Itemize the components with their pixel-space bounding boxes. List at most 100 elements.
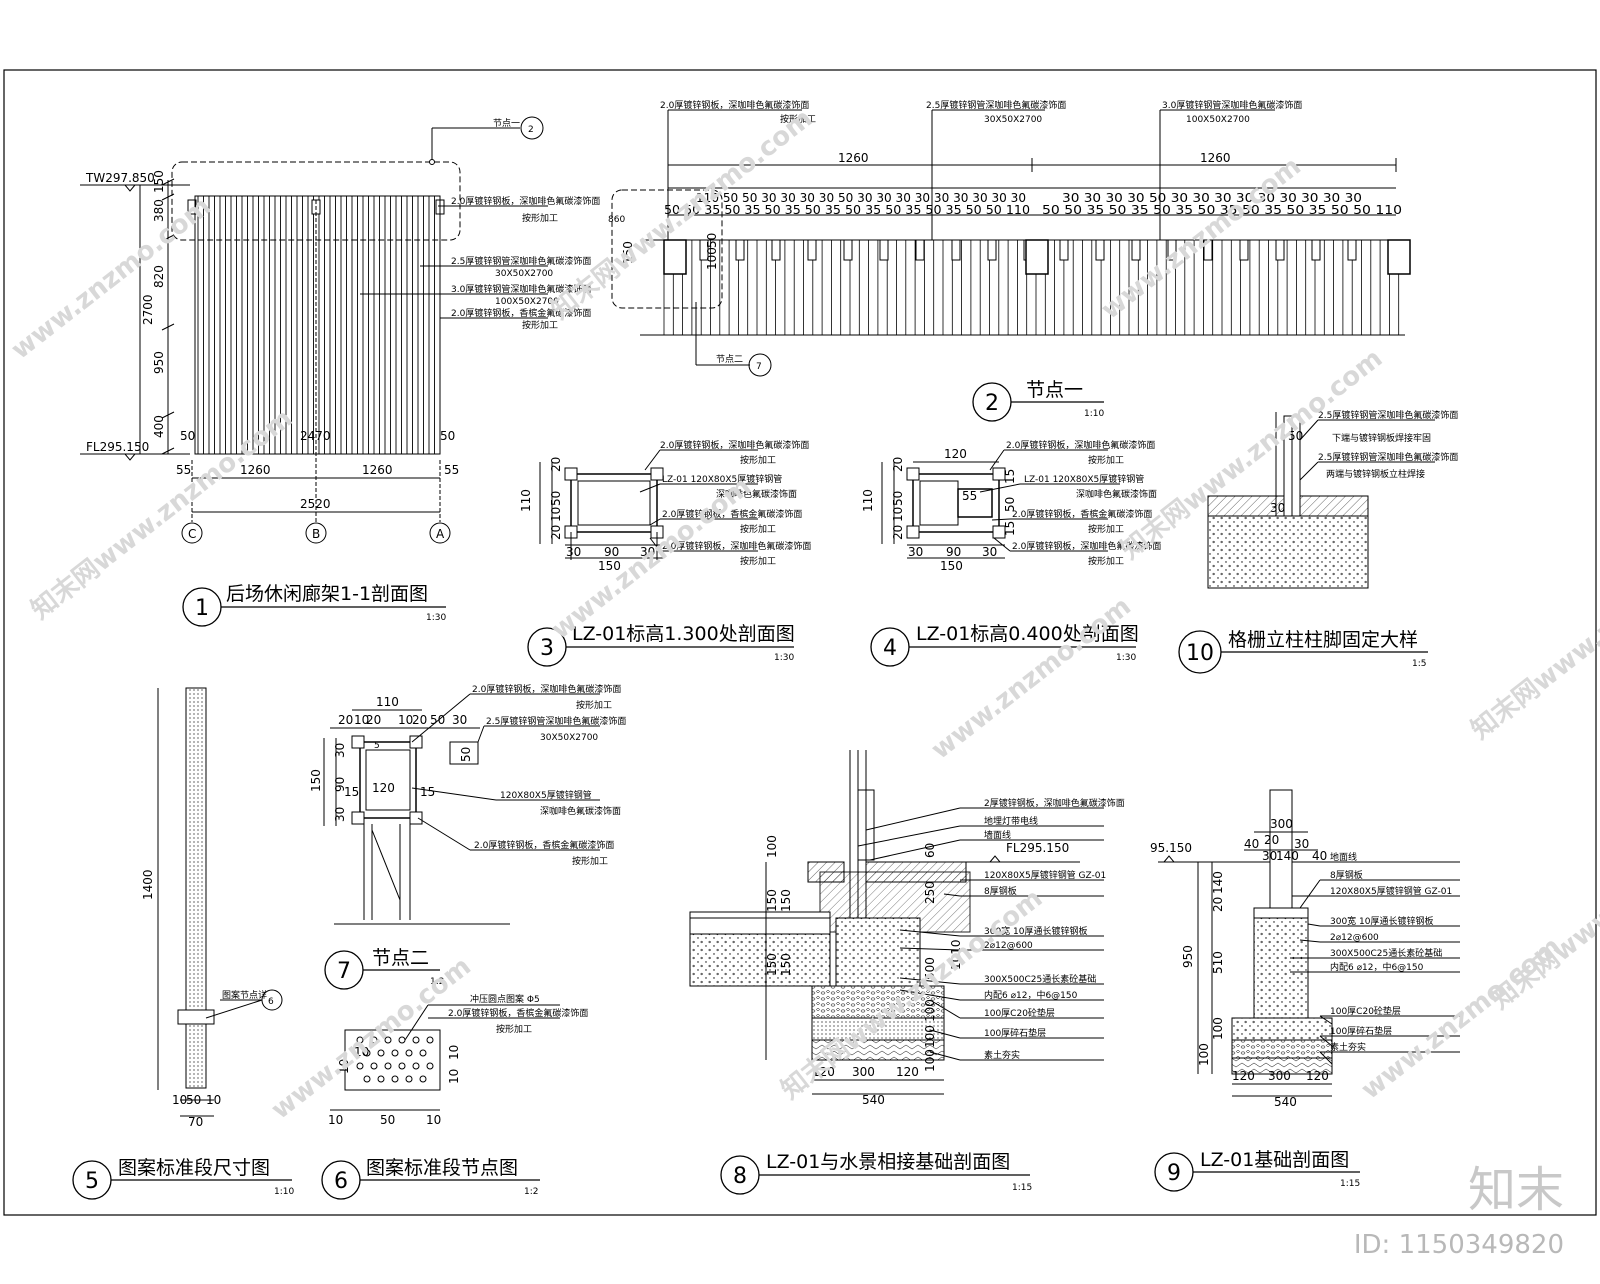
toprow-10-b: 10: [398, 713, 413, 727]
node2-ref-no: 7: [756, 362, 762, 372]
detail-7-node-two: 110 20 10 20 10 20 50 30 30 150 90 30 5 …: [309, 683, 626, 925]
v-150-a: 150: [765, 889, 779, 912]
box-50: 50: [459, 747, 473, 762]
toprow-40-b: 40: [1312, 849, 1327, 863]
note-5: 2.0厚镀锌钢板，香槟金氟碳漆饰面: [662, 508, 802, 520]
note-5: 3.0厚镀锌钢管深咖啡色氟碳漆饰面: [451, 283, 591, 295]
v-10: 10: [549, 507, 563, 522]
note-6: 按形加工: [1088, 523, 1124, 535]
note-2: 按形加工: [740, 454, 776, 466]
dim-tick: [161, 447, 175, 455]
h-30-right: 30: [640, 545, 655, 559]
tube-section: [1203, 239, 1213, 261]
title-3: 3 LZ-01标高1.300处剖面图 1:30: [527, 623, 795, 667]
title-7-scale: 1:2: [430, 977, 444, 987]
punched-dot: [419, 1075, 427, 1083]
punched-dot: [412, 1036, 420, 1044]
punched-dot: [419, 1049, 427, 1057]
leader-line: [929, 1029, 961, 1039]
punched-dot: [391, 1049, 399, 1057]
tube-section: [1347, 239, 1357, 261]
toprow-20-b: 20: [366, 713, 381, 727]
note-text: 100厚C20砼垫层: [984, 1007, 1055, 1019]
note-3: 2.5厚镀锌钢管深咖啡色氟碳漆饰面: [926, 99, 1066, 111]
v-110: 110: [519, 489, 533, 512]
note-text: 素土夯实: [984, 1049, 1020, 1061]
detail-4-section: 120 30 90 30 150 20 110 50 10 20 15 55 5…: [861, 439, 1161, 573]
tube-section: [879, 239, 889, 261]
title-6-text: 图案标准段节点图: [366, 1157, 518, 1179]
title-2-text: 节点一: [1026, 379, 1083, 401]
note-1: 2.0厚镀锌钢板，深咖啡色氟碳漆饰面: [451, 195, 600, 207]
span-left: 1260: [838, 151, 869, 165]
title-4-scale: 1:30: [1116, 653, 1136, 663]
note-text: 120X80X5厚镀锌钢管 GZ-01: [1330, 885, 1452, 897]
tube-section: [771, 239, 781, 261]
toprow-20-c: 20: [412, 713, 427, 727]
title-2-number: 2: [985, 391, 999, 416]
note-text: 300X500C25通长素砼基础: [984, 973, 1096, 985]
note-7: 2.0厚镀锌钢板，香槟金氟碳漆饰面: [474, 839, 614, 851]
title-6-number: 6: [334, 1169, 348, 1194]
punched-dot: [363, 1075, 371, 1083]
title-8-scale: 1:15: [1012, 1183, 1032, 1193]
dim-2700: 2700: [141, 294, 155, 325]
title-3-scale: 1:30: [774, 653, 794, 663]
sheet-border: [3, 69, 1597, 1216]
detail-1-section: 节点一 2 TW297.850 FL295.150 15038082095040…: [80, 116, 600, 544]
d6-dim-10-rb: 10: [447, 1069, 461, 1084]
note-text: 地面线: [1330, 851, 1357, 863]
tube-section: [1311, 239, 1321, 261]
watermark: 知末网www.znzmo.com: [1486, 793, 1600, 1015]
note-text: 素土夯实: [1330, 1041, 1366, 1053]
note-1: 2.0厚镀锌钢板，深咖啡色氟碳漆饰面: [660, 439, 809, 451]
punched-dot: [356, 1062, 364, 1070]
punched-dot: [363, 1049, 371, 1057]
note-8: 按形加工: [522, 319, 558, 331]
v-1010: 1010: [949, 939, 963, 970]
punched-dots: [356, 1036, 434, 1083]
d6-dim-50: 50: [380, 1113, 395, 1127]
title-8-number: 8: [733, 1164, 747, 1189]
h-120-right: 120: [896, 1065, 919, 1079]
total-540: 540: [1274, 1095, 1297, 1109]
v-20: 20: [1211, 897, 1225, 912]
tw-elevation: TW297.850: [85, 171, 155, 185]
note-1: 2.5厚镀锌钢管深咖啡色氟碳漆饰面: [1318, 409, 1458, 421]
axis-b: B: [312, 527, 320, 541]
v-510: 510: [1211, 951, 1225, 974]
title-6-scale: 1:2: [524, 1187, 538, 1197]
axis-a: A: [436, 527, 445, 541]
inner-15-right: 15: [420, 785, 435, 799]
top-110: 110: [376, 695, 399, 709]
v-250: 250: [923, 881, 937, 904]
toprow-30-a: 30: [1262, 849, 1277, 863]
watermark: 知末网www.znzmo.com: [1466, 523, 1600, 745]
tube-section: [1131, 239, 1141, 261]
note-4: 深咖啡色氟碳漆饰面: [1076, 488, 1157, 500]
total-540: 540: [862, 1093, 885, 1107]
title-7: 7 节点二 1:2: [324, 947, 444, 990]
note-text: 内配6 ⌀12，中6@150: [984, 989, 1078, 1001]
span-right: 1260: [1200, 151, 1231, 165]
toprow-20-a: 20: [338, 713, 353, 727]
punched-dot: [412, 1062, 420, 1070]
title-1-scale: 1:30: [426, 613, 446, 623]
seq-bottom-right: 50 50 35 50 35 50 35 50 35 50 35 50 35 5…: [1042, 203, 1402, 217]
note-text: 2厚镀锌钢板，深咖啡色氟碳漆饰面: [984, 797, 1125, 809]
node-ref-label: 节点一: [493, 118, 520, 129]
v-50: 50: [891, 491, 905, 506]
dim-50: 50: [1288, 429, 1303, 443]
tube-section: [807, 239, 817, 261]
note-8: 按形加工: [740, 555, 776, 567]
tube-section: [1275, 239, 1285, 261]
h-30-left: 30: [566, 545, 581, 559]
title-4-text: LZ-01标高0.400处剖面图: [916, 623, 1139, 645]
note-6: 按形加工: [740, 523, 776, 535]
leader-line: [869, 839, 961, 861]
tube-section: [987, 239, 997, 261]
vdim-label: 400: [152, 415, 166, 438]
h-30-right: 30: [982, 545, 997, 559]
